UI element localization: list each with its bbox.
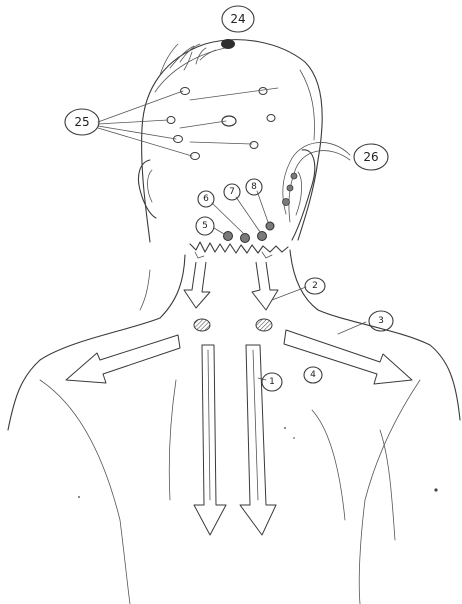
label-8: 8 xyxy=(246,179,262,195)
label-6: 6 xyxy=(198,191,214,207)
shoulder-points xyxy=(194,319,272,331)
label-4: 4 xyxy=(304,367,322,383)
label-7: 7 xyxy=(224,184,240,200)
label-8-text: 8 xyxy=(251,182,257,192)
point-24 xyxy=(221,39,235,49)
hair-strands xyxy=(160,44,216,75)
label-24-text: 24 xyxy=(230,12,245,26)
label-5-text: 5 xyxy=(202,221,208,231)
label-4-text: 4 xyxy=(310,370,316,380)
label-6-text: 6 xyxy=(203,194,209,204)
hairline-zigzag xyxy=(190,242,288,258)
label-24: 24 xyxy=(222,6,254,32)
label-7-text: 7 xyxy=(229,187,235,197)
label-1-text: 1 xyxy=(269,377,275,387)
label-3-text: 3 xyxy=(378,316,384,326)
points-25 xyxy=(167,88,275,160)
body-outline xyxy=(8,250,460,604)
label-26-text: 26 xyxy=(363,150,378,164)
neck-arrow-left xyxy=(184,262,210,308)
head-outline xyxy=(142,40,323,242)
label-2: 2 xyxy=(305,278,325,294)
occipital-points xyxy=(224,222,275,243)
occipital-guide-lines xyxy=(212,191,268,234)
label-25: 25 xyxy=(65,109,99,135)
shoulder-arrow-right xyxy=(284,330,412,384)
label-2-text: 2 xyxy=(312,281,318,291)
label-5: 5 xyxy=(196,217,214,235)
label-25-text: 25 xyxy=(74,115,89,129)
label-26: 26 xyxy=(354,144,388,170)
label-1: 1 xyxy=(262,373,282,391)
shoulder-arrow-left xyxy=(66,335,180,383)
spine-arrow-left xyxy=(194,345,226,535)
label-leader-lines xyxy=(258,287,366,380)
neck-arrow-right xyxy=(252,262,278,310)
left-ear xyxy=(138,160,156,218)
ear-guide-lines xyxy=(283,142,350,222)
